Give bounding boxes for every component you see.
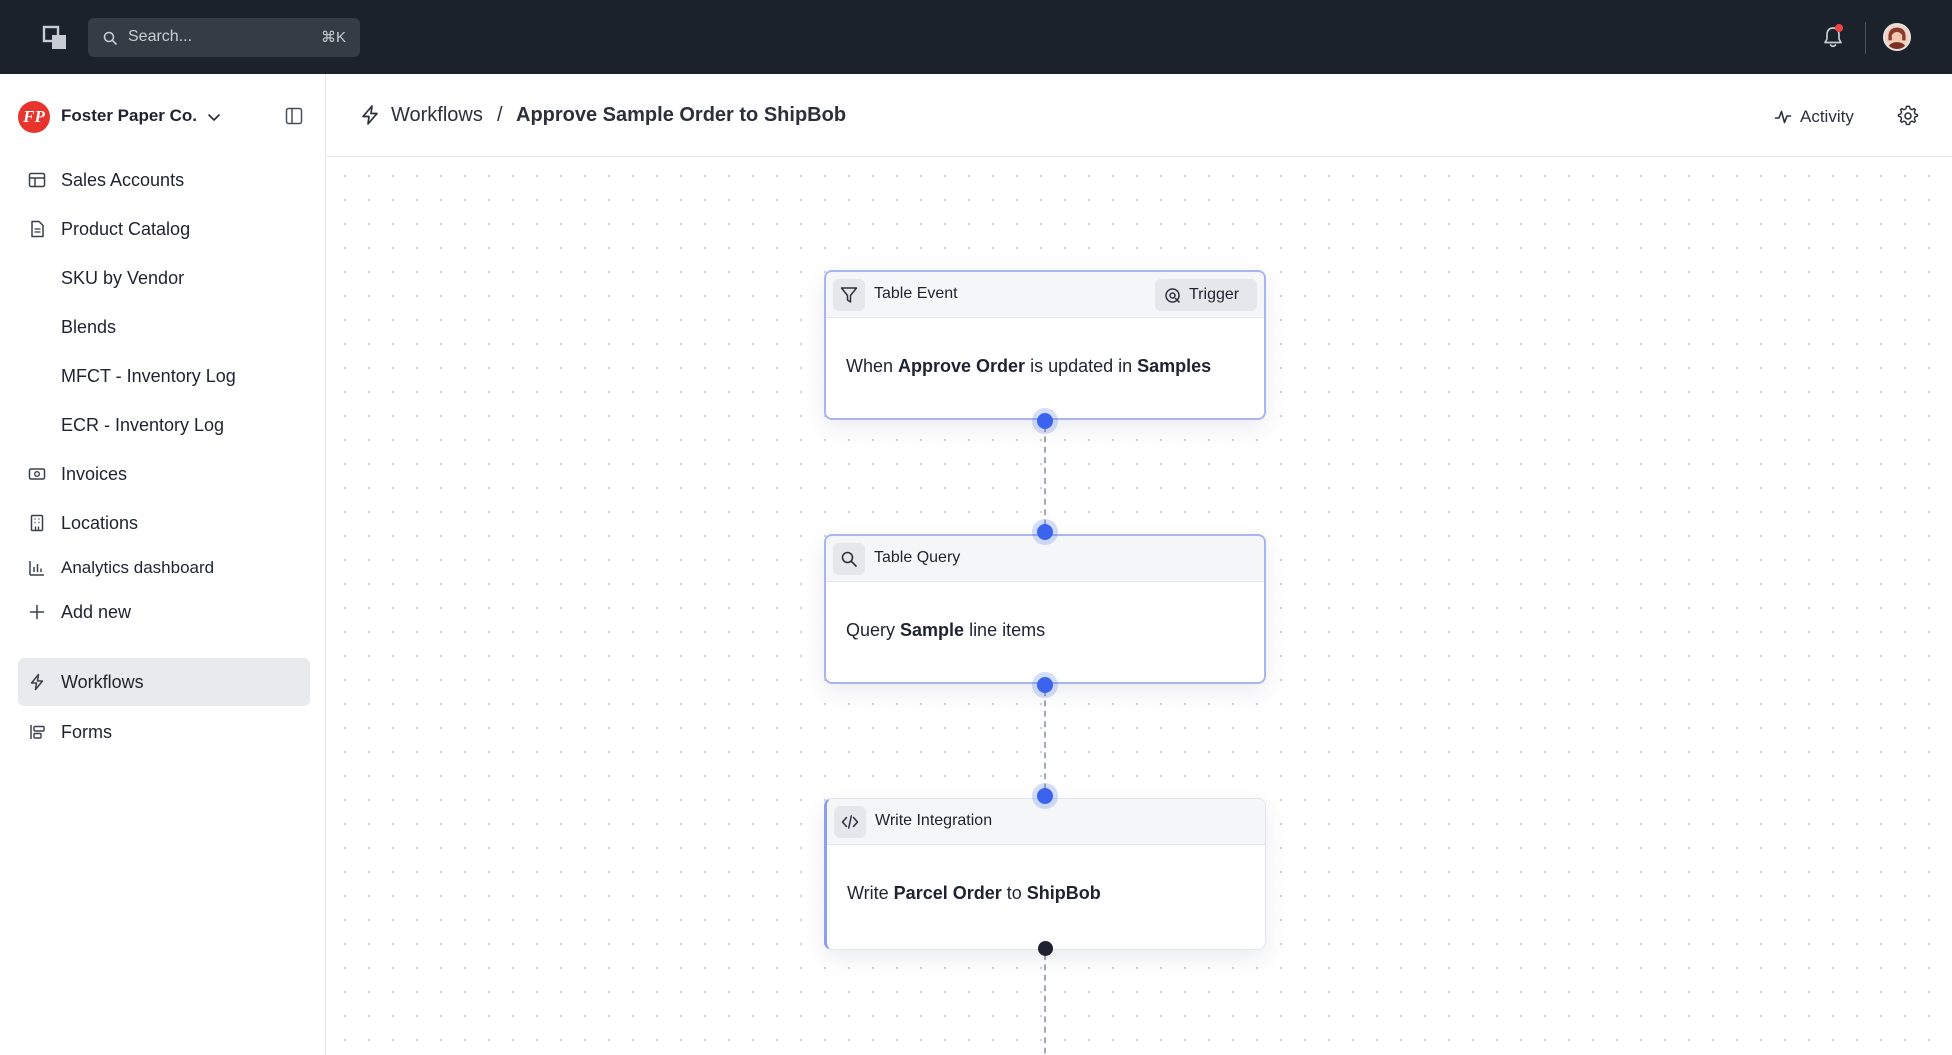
table-name: Sample: [900, 620, 965, 640]
connector-line: [1044, 690, 1046, 800]
node-body: Write Parcel Order to ShipBob: [827, 845, 1265, 943]
building-icon: [30, 514, 44, 532]
sidebar-item-blends[interactable]: Blends: [18, 304, 310, 350]
node-input-port[interactable]: [1037, 524, 1053, 540]
sidebar-item-forms[interactable]: Forms: [18, 709, 310, 755]
workflow-node-table-query[interactable]: Table Query Query Sample line items: [824, 534, 1266, 684]
sidebar-item-label: Product Catalog: [61, 219, 191, 239]
sidebar-item-locations[interactable]: Locations: [18, 500, 310, 546]
sidebar-item-add-new[interactable]: Add new: [18, 589, 310, 635]
node-output-port[interactable]: [1038, 941, 1053, 956]
activity-icon: [1774, 110, 1792, 124]
node-header: Write Integration: [827, 799, 1265, 845]
node-title: Write Integration: [875, 812, 993, 829]
node-type-icon: [833, 543, 865, 575]
search-shortcut: ⌘K: [320, 29, 346, 46]
search-placeholder: Search...: [128, 28, 193, 45]
bar-chart-icon: [29, 561, 44, 576]
org-logo: FP: [18, 101, 50, 133]
form-icon: [30, 725, 45, 739]
sidebar-item-label: Workflows: [61, 672, 144, 692]
sidebar-item-label: SKU by Vendor: [61, 268, 185, 288]
sidebar-toggle-icon[interactable]: [284, 106, 304, 126]
notification-dot: [1835, 24, 1843, 32]
sidebar-item-label: Sales Accounts: [61, 170, 185, 190]
org-name[interactable]: Foster Paper Co.: [61, 106, 198, 125]
sidebar-item-label: ECR - Inventory Log: [61, 415, 225, 435]
sidebar-item-mfct-inventory-log[interactable]: MFCT - Inventory Log: [18, 353, 310, 399]
topbar-divider: [1865, 22, 1866, 54]
node-body: Query Sample line items: [826, 582, 1264, 680]
search-input[interactable]: Search... ⌘K: [88, 18, 360, 57]
node-title: Table Query: [874, 549, 961, 566]
sidebar-item-analytics-dashboard[interactable]: Analytics dashboard: [18, 545, 310, 591]
activity-button[interactable]: Activity: [1774, 102, 1874, 130]
workflow-node-table-event[interactable]: Table Event Trigger When Approve Order i…: [824, 270, 1266, 420]
search-icon: [841, 551, 857, 567]
sidebar-item-sales-accounts[interactable]: Sales Accounts: [18, 157, 310, 203]
trigger-badge: Trigger: [1155, 279, 1257, 311]
node-header: Table Event Trigger: [826, 272, 1264, 318]
sidebar-item-label: Locations: [61, 513, 139, 533]
table-name: Samples: [1137, 356, 1212, 376]
node-title: Table Event: [874, 285, 958, 302]
sidebar-item-workflows[interactable]: Workflows: [18, 658, 310, 706]
banknote-icon: [28, 468, 46, 480]
overlapping-squares-icon[interactable]: [42, 25, 68, 51]
workflow-node-write-integration[interactable]: Write Integration Write Parcel Order to …: [824, 798, 1266, 950]
gear-icon[interactable]: [1897, 105, 1919, 127]
sidebar-item-label: Add new: [61, 602, 132, 622]
record-name: Parcel Order: [893, 883, 1002, 903]
node-description: When Approve Order is updated in Samples: [846, 356, 1212, 376]
filter-icon: [840, 287, 858, 303]
page-header: Workflows / Approve Sample Order to Ship…: [327, 74, 1952, 157]
sidebar: FP Foster Paper Co. Sales Accounts Produ…: [0, 74, 326, 1055]
node-description: Write Parcel Order to ShipBob: [847, 883, 1101, 903]
sidebar-item-label: Blends: [61, 317, 117, 337]
plus-icon: [29, 604, 45, 620]
node-header: Table Query: [826, 536, 1264, 582]
field-name: Approve Order: [898, 356, 1026, 376]
integration-name: ShipBob: [1026, 883, 1101, 903]
connector-line: [1044, 954, 1046, 1055]
breadcrumb-separator: /: [497, 104, 503, 126]
top-bar: Search... ⌘K: [0, 0, 1952, 74]
document-icon: [31, 220, 44, 238]
node-output-port[interactable]: [1037, 677, 1053, 693]
sidebar-item-ecr-inventory-log[interactable]: ECR - Inventory Log: [18, 402, 310, 448]
node-description: Query Sample line items: [846, 620, 1046, 640]
node-body: When Approve Order is updated in Samples: [826, 318, 1264, 416]
activity-label: Activity: [1800, 107, 1854, 126]
trigger-label: Trigger: [1189, 286, 1240, 303]
node-type-icon: [834, 806, 866, 838]
table-icon: [28, 172, 46, 188]
sidebar-item-label: Invoices: [61, 464, 128, 484]
node-output-port[interactable]: [1037, 413, 1053, 429]
sidebar-item-label: Forms: [61, 722, 112, 742]
sidebar-item-invoices[interactable]: Invoices: [18, 451, 310, 497]
chevron-down-icon[interactable]: [206, 109, 222, 125]
trigger-icon: [1165, 288, 1181, 304]
search-icon: [103, 31, 117, 45]
user-avatar-icon: [1885, 25, 1909, 49]
sidebar-item-product-catalog[interactable]: Product Catalog: [18, 206, 310, 252]
lightning-icon: [362, 105, 378, 125]
breadcrumb-workflows[interactable]: Workflows: [391, 104, 483, 126]
connector-line: [1044, 426, 1046, 536]
workflow-canvas[interactable]: Table Event Trigger When Approve Order i…: [327, 158, 1952, 1055]
page-title: Approve Sample Order to ShipBob: [516, 104, 847, 126]
code-icon: [841, 815, 859, 829]
lightning-icon: [30, 673, 44, 691]
node-type-icon: [833, 279, 865, 311]
node-input-port[interactable]: [1037, 788, 1053, 804]
sidebar-item-sku-by-vendor[interactable]: SKU by Vendor: [18, 255, 310, 301]
sidebar-item-label: MFCT - Inventory Log: [61, 366, 236, 386]
avatar[interactable]: [1883, 23, 1911, 51]
sidebar-item-label: Analytics dashboard: [61, 558, 215, 577]
